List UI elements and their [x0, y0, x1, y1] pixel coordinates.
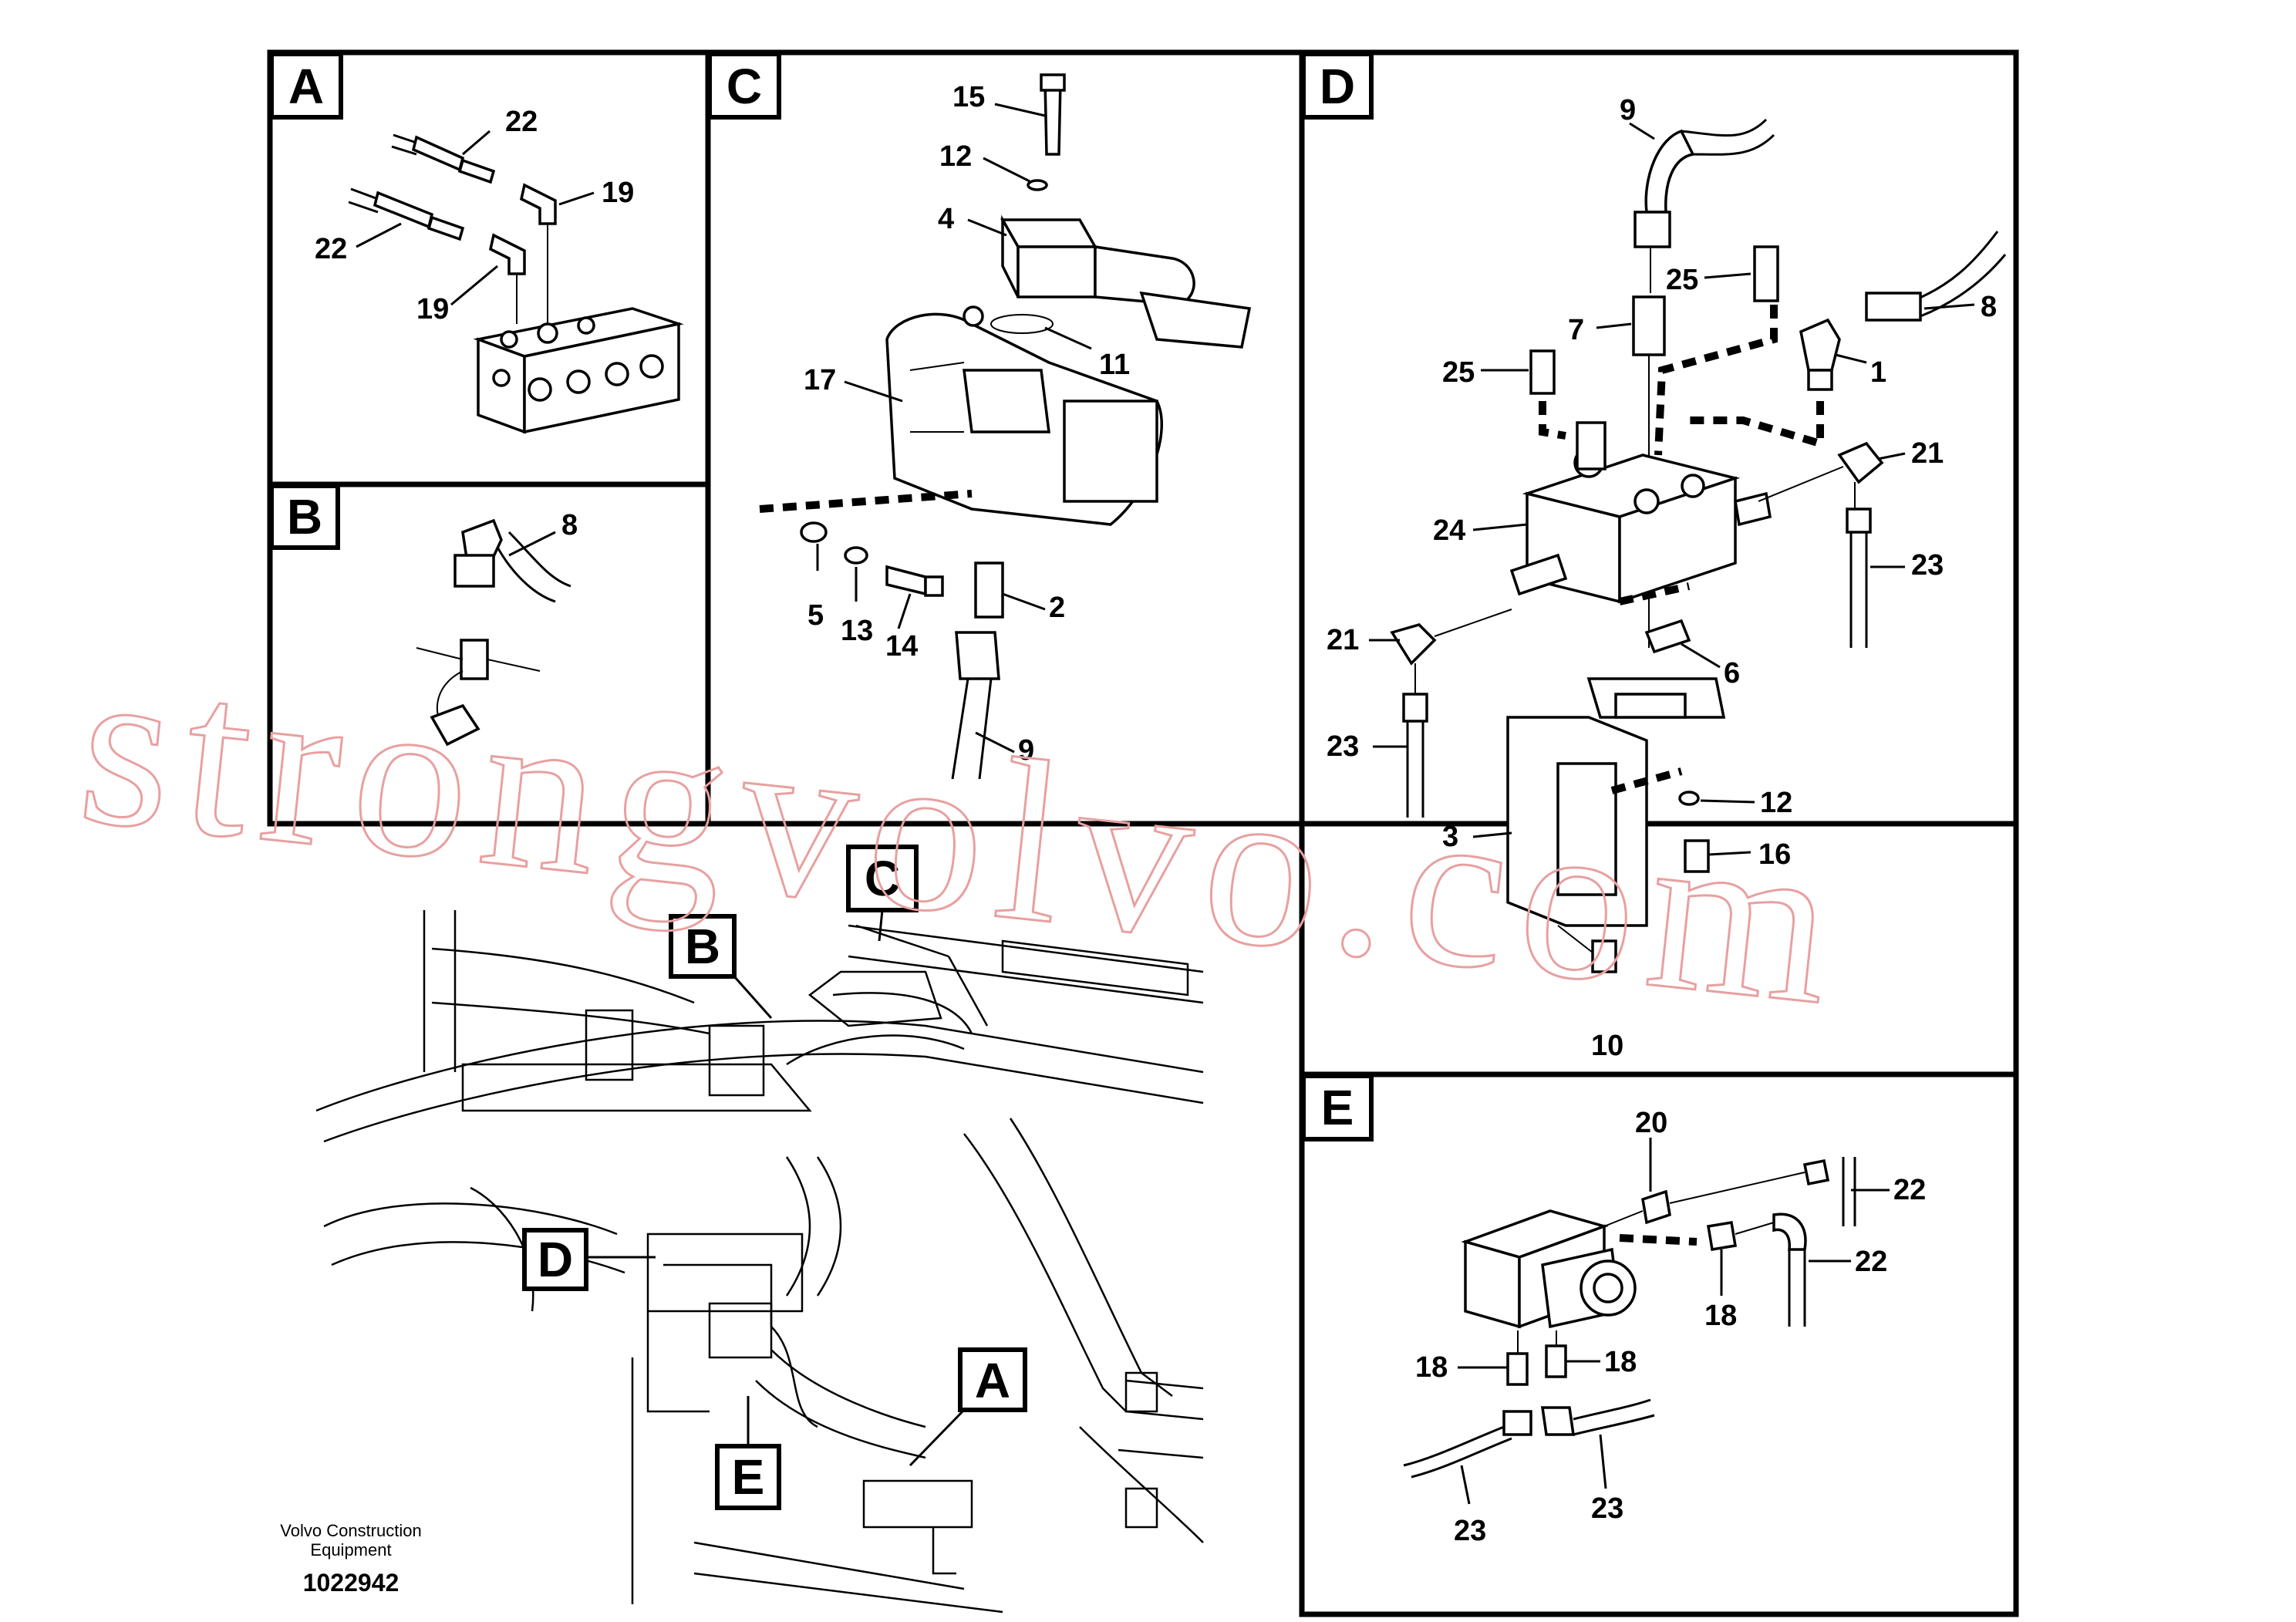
detail-frames	[267, 49, 2019, 1617]
svg-text:14: 14	[885, 630, 918, 663]
svg-text:6: 6	[1724, 657, 1740, 690]
svg-text:19: 19	[602, 177, 634, 209]
svg-text:18: 18	[1415, 1351, 1448, 1384]
svg-text:E: E	[732, 1449, 765, 1505]
svg-text:18: 18	[1604, 1346, 1637, 1378]
svg-text:9: 9	[1620, 94, 1636, 126]
svg-text:9: 9	[1018, 734, 1034, 767]
svg-text:23: 23	[1327, 730, 1359, 763]
panel-d: D	[1301, 52, 2007, 1062]
overview-label-e: E	[715, 1396, 781, 1510]
credit-line-2: Equipment	[310, 1540, 391, 1560]
panel-a: A 22 19 22 19	[269, 52, 684, 434]
svg-text:18: 18	[1704, 1300, 1737, 1332]
svg-text:1: 1	[1870, 356, 1886, 389]
svg-text:3: 3	[1442, 821, 1458, 853]
svg-text:5: 5	[807, 599, 824, 632]
svg-text:C: C	[727, 59, 762, 114]
svg-text:A: A	[975, 1353, 1010, 1408]
panel-b: B 8	[269, 484, 578, 747]
footer: Volvo Construction Equipment 1022942	[280, 1521, 421, 1597]
svg-text:20: 20	[1635, 1107, 1667, 1139]
svg-text:22: 22	[505, 106, 538, 138]
svg-text:23: 23	[1591, 1492, 1623, 1525]
svg-text:8: 8	[561, 509, 578, 541]
overview-label-d: D	[522, 1228, 656, 1291]
panel-c: C	[707, 52, 1252, 780]
overview-label-c: C	[846, 845, 919, 942]
svg-text:E: E	[1321, 1080, 1354, 1135]
overview-machine-drawing	[315, 910, 1204, 1614]
svg-text:22: 22	[315, 233, 347, 265]
svg-text:D: D	[538, 1232, 573, 1287]
svg-text:2: 2	[1049, 592, 1065, 624]
overview-label-b: B	[669, 914, 773, 1019]
svg-text:12: 12	[939, 140, 972, 173]
credit-line-1: Volvo Construction	[280, 1521, 421, 1540]
svg-text:C: C	[865, 851, 900, 906]
svg-text:12: 12	[1760, 787, 1792, 819]
svg-text:22: 22	[1855, 1246, 1887, 1278]
svg-text:23: 23	[1454, 1515, 1486, 1547]
svg-text:17: 17	[804, 364, 836, 396]
svg-text:15: 15	[952, 81, 985, 113]
svg-text:B: B	[287, 489, 322, 545]
svg-text:13: 13	[841, 615, 873, 647]
svg-text:4: 4	[938, 203, 954, 235]
svg-text:16: 16	[1758, 838, 1791, 871]
svg-text:24: 24	[1433, 514, 1465, 547]
svg-text:11: 11	[1099, 349, 1130, 381]
panel-e: E 20 22	[1301, 1074, 1926, 1547]
svg-text:22: 22	[1893, 1174, 1926, 1206]
svg-text:8: 8	[1981, 291, 1997, 323]
svg-text:10: 10	[1591, 1030, 1623, 1062]
svg-text:23: 23	[1911, 549, 1944, 582]
drawing-number: 1022942	[303, 1569, 400, 1597]
svg-text:21: 21	[1327, 624, 1359, 656]
svg-text:A: A	[288, 59, 324, 114]
svg-text:19: 19	[416, 293, 449, 325]
svg-text:25: 25	[1666, 264, 1698, 296]
svg-text:7: 7	[1568, 314, 1584, 346]
svg-text:25: 25	[1442, 356, 1475, 389]
svg-text:21: 21	[1911, 437, 1944, 470]
overview-label-a: A	[909, 1347, 1027, 1467]
svg-text:B: B	[685, 919, 720, 974]
svg-text:D: D	[1320, 59, 1355, 114]
